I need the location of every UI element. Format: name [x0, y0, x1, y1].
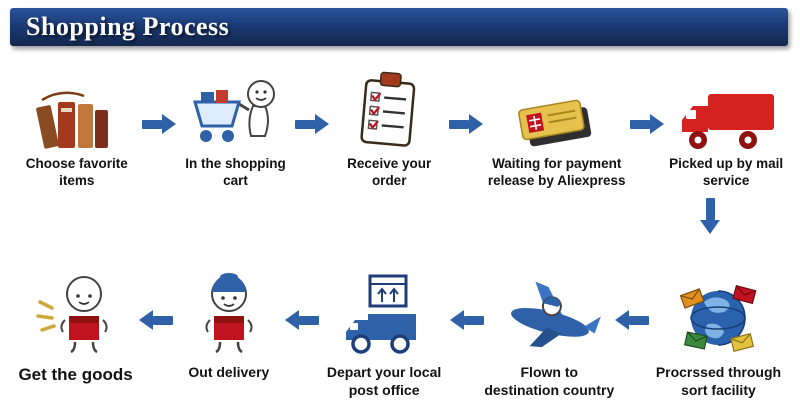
- order-clipboard-icon: [360, 71, 416, 147]
- shopping-cart-icon: [193, 80, 276, 142]
- flow-arrow-right-icon: [449, 114, 484, 134]
- step-flown-destination: Flown to destination country: [484, 256, 615, 402]
- favorite-items-icon: [35, 91, 108, 149]
- flow-arrow-left-icon: [284, 310, 319, 330]
- step-receive-order: Receive your order: [329, 64, 449, 190]
- airplane-icon: [511, 281, 602, 348]
- flow-row-bottom: Get the goods Out delivery: [0, 232, 800, 402]
- step-shopping-cart: In the shopping cart: [176, 64, 296, 190]
- step-label: Receive your order: [347, 156, 432, 188]
- step-label: Depart your local post office: [326, 364, 442, 398]
- post-office-truck-icon: [346, 274, 417, 354]
- flow-arrow-left-icon: [139, 310, 174, 330]
- step-choose-items: Choose favorite items: [12, 64, 142, 190]
- step-label: Procrssed through sort facility: [655, 364, 782, 398]
- step-out-delivery: Out delivery: [173, 256, 284, 402]
- step-depart-post-office: Depart your local post office: [319, 256, 450, 402]
- step-label: Get the goods: [18, 365, 133, 384]
- goods-box-icon: [35, 276, 108, 354]
- flow-arrow-left-icon: [449, 310, 484, 330]
- payment-card-icon: [517, 99, 591, 147]
- mail-truck-icon: [682, 94, 775, 149]
- flow-arrow-right-icon: [630, 114, 665, 134]
- page-title: Shopping Process: [26, 12, 230, 41]
- step-get-goods: Get the goods: [12, 256, 139, 402]
- flow-arrow-right-icon: [295, 114, 330, 134]
- step-label: Choose favorite items: [25, 156, 128, 188]
- flow-row-top: Choose favorite items I: [0, 62, 800, 190]
- step-picked-up-mail: Picked up by mail service: [664, 64, 788, 190]
- step-label: Out delivery: [188, 364, 270, 380]
- flow-arrow-left-icon: [614, 310, 649, 330]
- sort-facility-globe-icon: [680, 284, 757, 352]
- flow-arrow-right-icon: [141, 114, 176, 134]
- step-label: Picked up by mail service: [669, 156, 784, 188]
- step-label: In the shopping cart: [185, 156, 286, 188]
- step-payment-release: Waiting for payment release by Aliexpres…: [483, 64, 630, 190]
- step-label: Waiting for payment release by Aliexpres…: [487, 156, 626, 188]
- step-sort-facility: Procrssed through sort facility: [649, 256, 788, 402]
- step-label: Flown to destination country: [484, 364, 615, 398]
- header-banner: Shopping Process: [10, 8, 788, 46]
- flow-arrow-down-icon: [700, 198, 720, 234]
- delivery-courier-icon: [205, 273, 253, 354]
